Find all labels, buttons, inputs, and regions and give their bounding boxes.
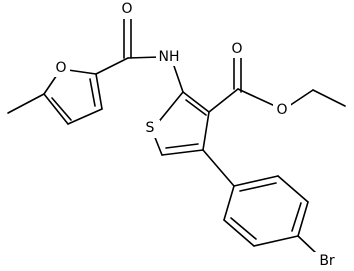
bond-ar6-ar1-inner [239,182,277,192]
bond-th-c2-c3 [182,91,210,113]
bond-nh-thiophene-c2 [173,65,184,93]
ester-carbonyl-oxygen-label: O [231,41,242,57]
bond-c3-c2-inner [89,78,96,107]
bond-c3-c2-double [95,73,103,110]
bond-th-c3-c4 [202,111,210,151]
bond-th-c2-c3-inner [185,99,207,116]
bond-o-ch2 [288,89,314,107]
bond-c4-aryl [202,149,235,187]
bond-th-c4-c5 [161,149,204,156]
bond-ar4-ar5 [297,201,309,237]
bond-c5-c4-double [43,93,69,125]
thiophene-sulfur-label: S [146,120,155,136]
amide-carbonyl-oxygen-label: O [121,1,132,17]
bond-c5-c4-inner [51,97,72,121]
bond-ch2-ch3 [312,89,346,107]
atom-labels: O NH O S O O Br [52,1,341,270]
bromine-label: Br [319,253,335,269]
bond-ar4-ar5-inner [291,202,302,232]
ester-ether-oxygen-label: O [276,102,287,118]
bond-th-c4-c5-inner [165,143,199,149]
bonds [7,15,346,256]
bond-c2-carbonyl [95,57,129,75]
bond-carbonyl-nh [127,56,161,59]
bond-ar6-ar1 [233,175,279,187]
bond-ar1-ar2 [223,185,235,221]
bond-ar3-ar4 [253,235,299,247]
bond-c4-c3 [67,108,103,125]
bond-ar5-ar6 [277,175,309,203]
furan-oxygen-label: O [55,60,66,76]
bond-ester-c-o [237,88,276,107]
amide-nh-label: NH [159,49,180,65]
bond-c3-ester-c [208,88,239,113]
bond-ar2-ar3 [223,219,255,247]
bond-ar4-br [297,235,319,256]
bond-ar2-ar3-inner [230,217,257,240]
bond-methyl-c5 [7,93,45,114]
